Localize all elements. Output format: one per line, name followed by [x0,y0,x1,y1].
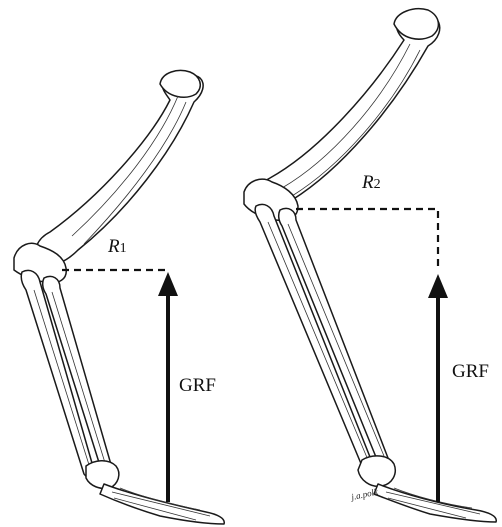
left-carpals [86,461,119,489]
right-moment-arm-line [296,209,438,268]
left-limb: R1 GRF [14,71,224,525]
left-grf-arrowhead [158,272,178,296]
artist-signature: j.a.polk [349,486,379,502]
right-limb: j.a.polk R2 GRF [244,9,496,522]
right-carpals [358,456,395,486]
left-moment-arm-label: R1 [107,236,127,257]
right-grf-label: GRF [452,361,489,382]
right-grf-arrowhead [428,274,448,298]
right-humerus [254,13,440,210]
right-digits [374,484,496,522]
right-ulna [255,204,372,469]
right-moment-arm-label: R2 [361,172,381,193]
left-grf-label: GRF [179,375,216,396]
